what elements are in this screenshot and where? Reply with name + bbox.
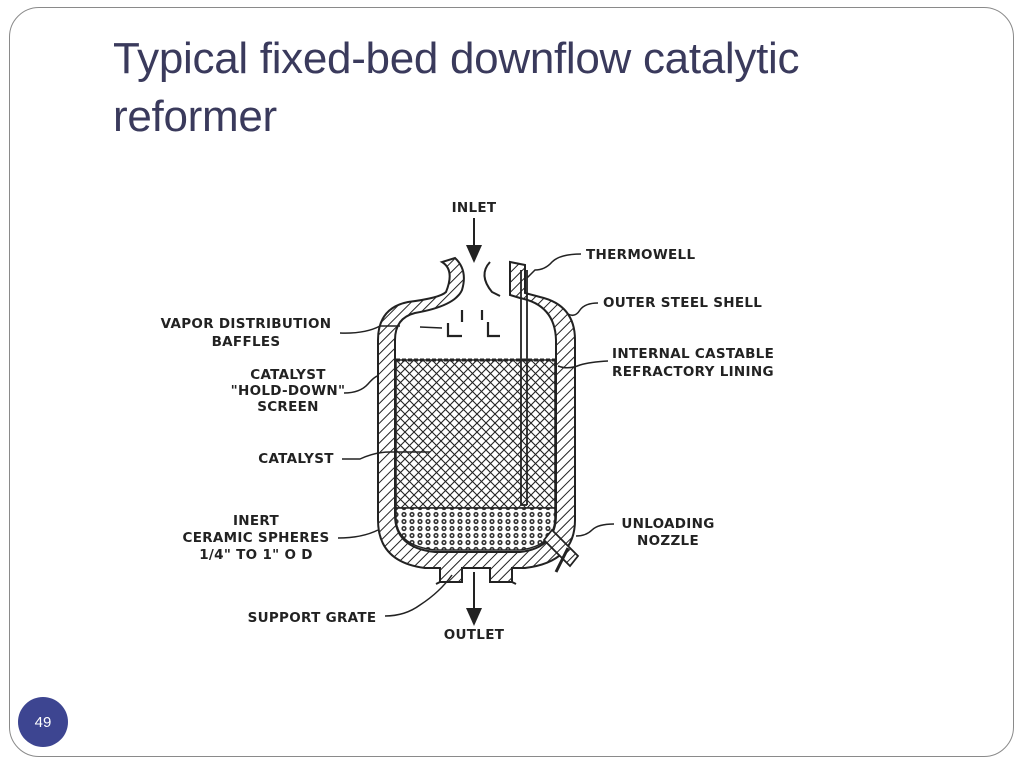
label-outlet: OUTLET — [444, 627, 505, 643]
inert-spheres-layer — [395, 507, 556, 551]
label-thermowell: THERMOWELL — [586, 247, 695, 263]
label-baffles: BAFFLES — [212, 334, 281, 350]
label-internal-castable: INTERNAL CASTABLE — [612, 346, 774, 362]
label-sphere-size: 1/4" TO 1" O D — [199, 547, 313, 563]
label-inlet: INLET — [452, 200, 497, 216]
label-catalyst-holddown-1: CATALYST — [250, 367, 326, 383]
label-ceramic-spheres: CERAMIC SPHERES — [182, 530, 329, 546]
label-nozzle: NOZZLE — [637, 533, 699, 549]
reformer-diagram: INLET OUTLET THERMOWELL OUTER STEEL SHEL… — [140, 190, 840, 660]
unloading-nozzle — [542, 528, 580, 573]
label-outer-steel-shell: OUTER STEEL SHELL — [603, 295, 762, 311]
outlet-nozzle — [435, 581, 517, 585]
slide-number-badge: 49 — [18, 697, 68, 747]
label-vapor-distribution: VAPOR DISTRIBUTION — [161, 316, 332, 332]
label-inert: INERT — [233, 513, 280, 529]
label-unloading: UNLOADING — [621, 516, 714, 532]
label-support-grate: SUPPORT GRATE — [248, 610, 377, 626]
label-catalyst-holddown-2: "HOLD-DOWN" — [231, 383, 346, 399]
label-catalyst: CATALYST — [258, 451, 334, 467]
thermowell — [520, 270, 528, 506]
vapor-distribution-baffles — [446, 310, 500, 338]
reformer-diagram-svg: INLET OUTLET THERMOWELL OUTER STEEL SHEL… — [161, 200, 774, 643]
catalyst-bed — [395, 359, 556, 509]
label-catalyst-holddown-3: SCREEN — [257, 399, 319, 415]
leader-lines — [337, 253, 615, 617]
slide-title: Typical fixed-bed downflow catalytic ref… — [113, 34, 800, 141]
label-refractory-lining: REFRACTORY LINING — [612, 364, 774, 380]
